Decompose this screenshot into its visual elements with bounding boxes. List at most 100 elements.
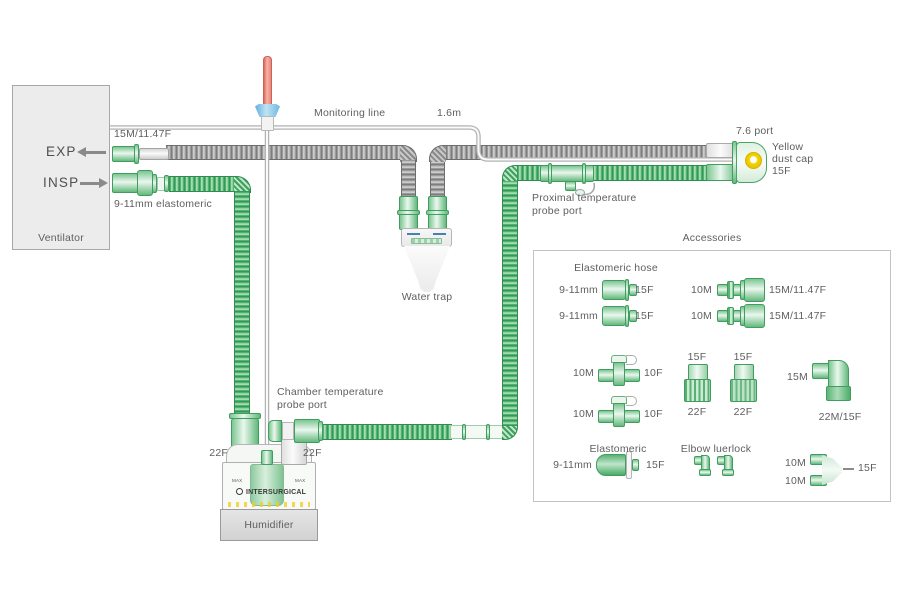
insp-arrow-shaft — [80, 182, 100, 185]
ventilator-label: Ventilator — [38, 232, 84, 244]
insp-limb-tube-vertical — [234, 191, 250, 417]
adapter-skirt — [730, 379, 757, 402]
insp-patient-tube-left — [517, 165, 543, 181]
probe-blue-fitting — [255, 104, 280, 117]
water-trap-left-flange — [397, 210, 420, 215]
connector1-left-label: 10M — [690, 284, 712, 296]
return-bend-right — [502, 165, 518, 181]
dust-cap-label-2: dust cap — [772, 153, 814, 165]
outlet-elbow-flange — [318, 421, 323, 441]
exp-connector-stub — [139, 148, 169, 160]
exp-connector-flange — [134, 144, 139, 164]
exp-bend-up — [429, 145, 446, 162]
water-trap-blue-mark-left — [407, 233, 420, 235]
elastomeric-right-label: 15F — [646, 459, 665, 471]
elastomeric-stub — [632, 459, 639, 471]
insp-connector-flange1 — [152, 174, 157, 193]
proximal-port-cap — [575, 189, 585, 196]
outlet-smooth-ring1 — [462, 424, 466, 440]
monitoring-line-label: Monitoring line — [314, 107, 386, 119]
elastomeric-disc — [626, 451, 632, 479]
exp-arrow-icon — [77, 147, 86, 157]
insp-limb-tube — [169, 176, 235, 192]
valve2-right-label: 10F — [644, 408, 663, 420]
chamber-max-right: MAX — [295, 478, 306, 483]
insp-connector-bulge — [137, 170, 153, 196]
exp-connector-body — [112, 146, 135, 162]
wye-dash — [843, 468, 854, 470]
wye-right-label: 15F — [858, 462, 877, 474]
elbow-luerlock-heading: Elbow luerlock — [680, 443, 752, 455]
elbow-luerlock-glyph-1 — [694, 455, 711, 477]
valve-cap-loop — [626, 396, 637, 406]
insp-port-label: INSP — [43, 175, 80, 190]
proximal-port-flange2 — [582, 163, 586, 184]
wye-bottom-label: 10M — [784, 475, 806, 487]
chamber-max-left: MAX — [232, 478, 243, 483]
monitoring-line — [110, 125, 741, 162]
water-trap-right-flange — [426, 210, 449, 215]
insp-connector-label: 9-11mm elastomeric — [114, 198, 212, 210]
accessories-panel: Elastomeric hose 9-11mm 15F 10M 15M/11.4… — [533, 250, 891, 502]
elastomeric-hose-heading: Elastomeric hose — [574, 262, 658, 274]
hose2-right-label: 15F — [635, 310, 654, 322]
humidifier-label: Humidifier — [244, 519, 294, 531]
connector-body — [602, 280, 626, 300]
adapter1-top-label: 15F — [687, 351, 707, 363]
adapter-skirt — [684, 379, 711, 402]
valve-arm-left — [598, 369, 614, 382]
hose1-left-label: 9-11mm — [559, 284, 598, 296]
hose2-glyph — [602, 305, 638, 327]
elbow-bottom-label: 22M/15F — [818, 411, 862, 423]
exp-limb-tube — [166, 145, 400, 160]
insp-connector-flange2 — [164, 175, 169, 192]
yellow-dust-cap — [745, 152, 762, 169]
connector1-right-label: 15M/11.47F — [769, 284, 827, 296]
monitoring-length-label: 1.6m — [437, 107, 462, 119]
valve1-right-label: 10F — [644, 367, 663, 379]
port-76-label: 7.6 port — [736, 125, 774, 137]
humidifier-base — [220, 509, 318, 541]
water-trap-outlet-tube — [430, 160, 445, 200]
outlet-elbow-connector — [294, 419, 320, 443]
left-port-size-label: 22F — [209, 447, 228, 459]
connector-body — [744, 304, 765, 328]
temperature-probe-rod — [263, 56, 272, 106]
proximal-label-1: Proximal temperature — [532, 192, 637, 204]
valve-arm-right — [624, 410, 640, 423]
ventilator-box — [12, 85, 110, 250]
connector2-glyph — [717, 304, 765, 328]
wye-nose — [822, 455, 842, 485]
chamber-probe-port — [261, 450, 273, 465]
elastomeric-left-label: 9-11mm — [553, 459, 592, 471]
valve-arm-left — [598, 410, 614, 423]
proximal-port-flange1 — [548, 163, 552, 184]
connector1-glyph — [717, 278, 765, 302]
connector-flange — [625, 279, 629, 301]
insp-arrow-icon — [99, 178, 108, 188]
elbow-cuff — [826, 386, 851, 401]
adapter2-top-label: 15F — [733, 351, 753, 363]
water-trap-green-band — [411, 238, 442, 244]
water-trap-blue-mark-right — [433, 233, 446, 235]
adapter2-bottom-label: 22F — [733, 406, 753, 418]
insp-connector-body — [112, 173, 138, 193]
right-port-size-label: 22F — [303, 447, 322, 459]
probe-luer — [261, 116, 274, 131]
elbow-luerlock-glyph-2 — [717, 455, 734, 477]
hose1-glyph — [602, 279, 638, 301]
valve2-glyph — [598, 394, 642, 428]
chamber-float-dots — [228, 502, 310, 507]
chamber-port-label-1: Chamber temperature — [277, 386, 384, 398]
proximal-port-stem — [565, 181, 576, 191]
accessories-title: Accessories — [682, 232, 742, 244]
elbow-left-label: 15M — [786, 371, 808, 383]
wye-top-label: 10M — [784, 457, 806, 469]
dust-cap-label-3: 15F — [772, 165, 791, 177]
valve-arm-right — [624, 369, 640, 382]
hose2-left-label: 9-11mm — [559, 310, 598, 322]
wye-accessory-glyph — [810, 452, 844, 490]
valve1-glyph — [598, 353, 642, 387]
